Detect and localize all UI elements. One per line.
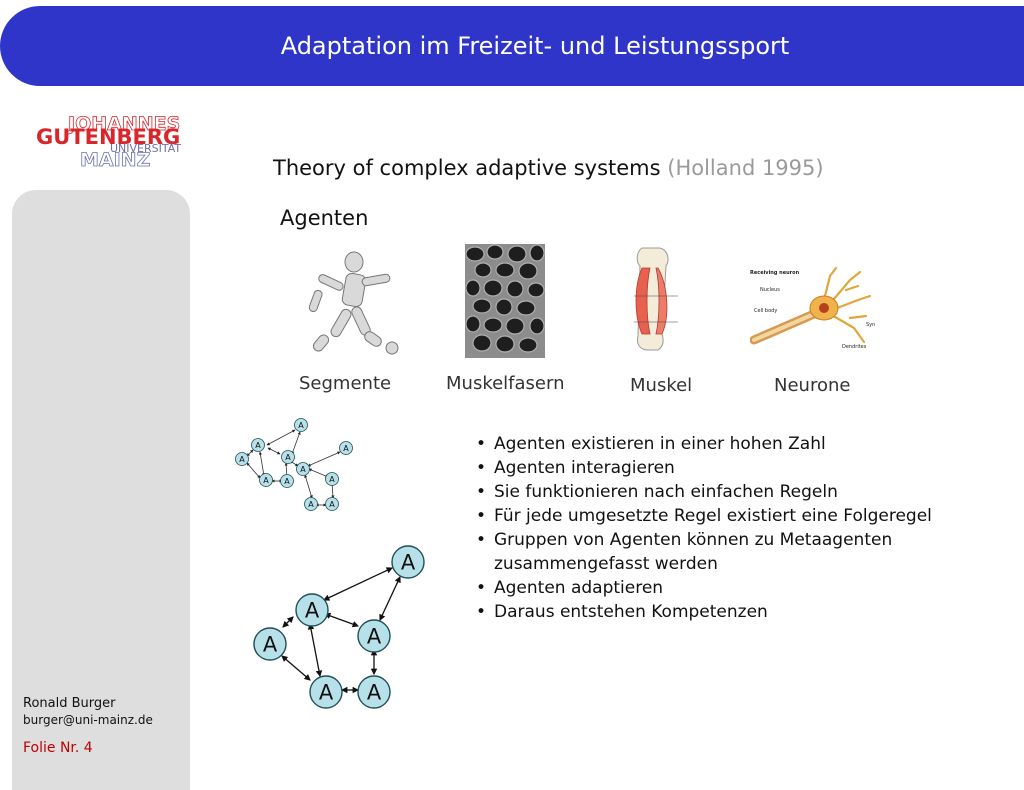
agent-node [280, 474, 294, 488]
agent-node [296, 462, 310, 476]
author-email: burger@uni-mainz.de [23, 713, 153, 727]
agent-node-label: A [329, 500, 335, 509]
agent-node-label: A [263, 633, 278, 657]
logo-text-universitaet: UNIVERSITÄT [110, 142, 181, 155]
agent-node [259, 473, 273, 487]
agent-node [251, 438, 265, 452]
segments-figure [308, 251, 399, 355]
agent-node-label: A [329, 475, 335, 484]
agent-node [357, 619, 391, 653]
header-title: Adaptation im Freizeit- und Leistungsspo… [280, 32, 790, 60]
author-name: Ronald Burger [23, 696, 116, 711]
muscle-fibres-image [465, 244, 545, 358]
agent-node [325, 472, 339, 486]
agent-node-label: A [300, 465, 306, 474]
agent-node-label: A [298, 421, 304, 430]
agent-node-label: A [239, 455, 245, 464]
neuron-label-cellbody: Cell body [754, 308, 777, 314]
header-band [40, 6, 1024, 86]
agent-node [253, 627, 287, 661]
agent-node-label: A [305, 599, 320, 623]
agent-node-label: A [367, 625, 382, 649]
label-neurone: Neurone [774, 375, 851, 396]
agent-node-label: A [308, 500, 314, 509]
header-band-rounded-end [0, 6, 90, 86]
bullet-item: Daraus entstehen Kompetenzen [476, 600, 1016, 624]
university-logo: JOHANNES GUTENBERG UNIVERSITÄT MAINZ [36, 113, 181, 170]
agent-node-label: A [285, 453, 291, 462]
logo-text-johannes: JOHANNES [66, 113, 180, 135]
agent-node [304, 497, 318, 511]
slide-title-text: Theory of complex adaptive systems [273, 156, 661, 180]
muscle-image [634, 247, 678, 351]
slide-title: Theory of complex adaptive systems (Holl… [273, 156, 824, 180]
slide-title-citation: (Holland 1995) [667, 156, 824, 180]
bullet-item: Für jede umgesetzte Regel existiert eine… [476, 504, 1016, 528]
agent-node [294, 418, 308, 432]
agent-node [281, 450, 295, 464]
agents-heading: Agenten [280, 206, 369, 230]
agent-network-large: A A A A A A [253, 545, 425, 709]
agent-node-label: A [401, 551, 416, 575]
agent-node-label: A [255, 441, 261, 450]
agent-node [295, 593, 329, 627]
bullet-item: Sie funktionieren nach einfachen Regeln [476, 480, 1016, 504]
agent-node-label: A [367, 681, 382, 705]
agent-node [325, 497, 339, 511]
label-segmente: Segmente [299, 373, 392, 394]
agent-node-label: A [284, 477, 290, 486]
sidebar-panel [12, 190, 190, 790]
bullet-item: Agenten adaptieren [476, 576, 1016, 600]
label-muskel: Muskel [630, 375, 693, 396]
bullet-list: Agenten existieren in einer hohen Zahl A… [476, 432, 1016, 624]
bullet-item: Gruppen von Agenten können zu Metaagente… [476, 528, 1016, 576]
label-muskelfasern: Muskelfasern [446, 373, 565, 394]
bullet-item: Agenten interagieren [476, 456, 1016, 480]
agent-node-label: A [343, 444, 349, 453]
bullet-item: Agenten existieren in einer hohen Zahl [476, 432, 1016, 456]
logo-text-mainz: MAINZ [80, 149, 150, 170]
logo-text-gutenberg: GUTENBERG [36, 125, 180, 149]
neuron-label-syn: Syn [866, 322, 875, 328]
neuron-label-dendrites: Dendrites [842, 344, 867, 350]
agent-node [339, 441, 353, 455]
agent-node [391, 545, 425, 579]
agent-node [235, 452, 249, 466]
slide-number: Folie Nr. 4 [23, 740, 93, 756]
agent-node-label: A [263, 476, 269, 485]
agent-node [309, 675, 343, 709]
neuron-image: Receiving neuron Nucleus Cell body Dendr… [750, 266, 875, 350]
agent-node [357, 675, 391, 709]
agent-node-label: A [319, 681, 334, 705]
neuron-label-nucleus: Nucleus [760, 287, 780, 293]
neuron-label-receiving: Receiving neuron [750, 270, 800, 276]
